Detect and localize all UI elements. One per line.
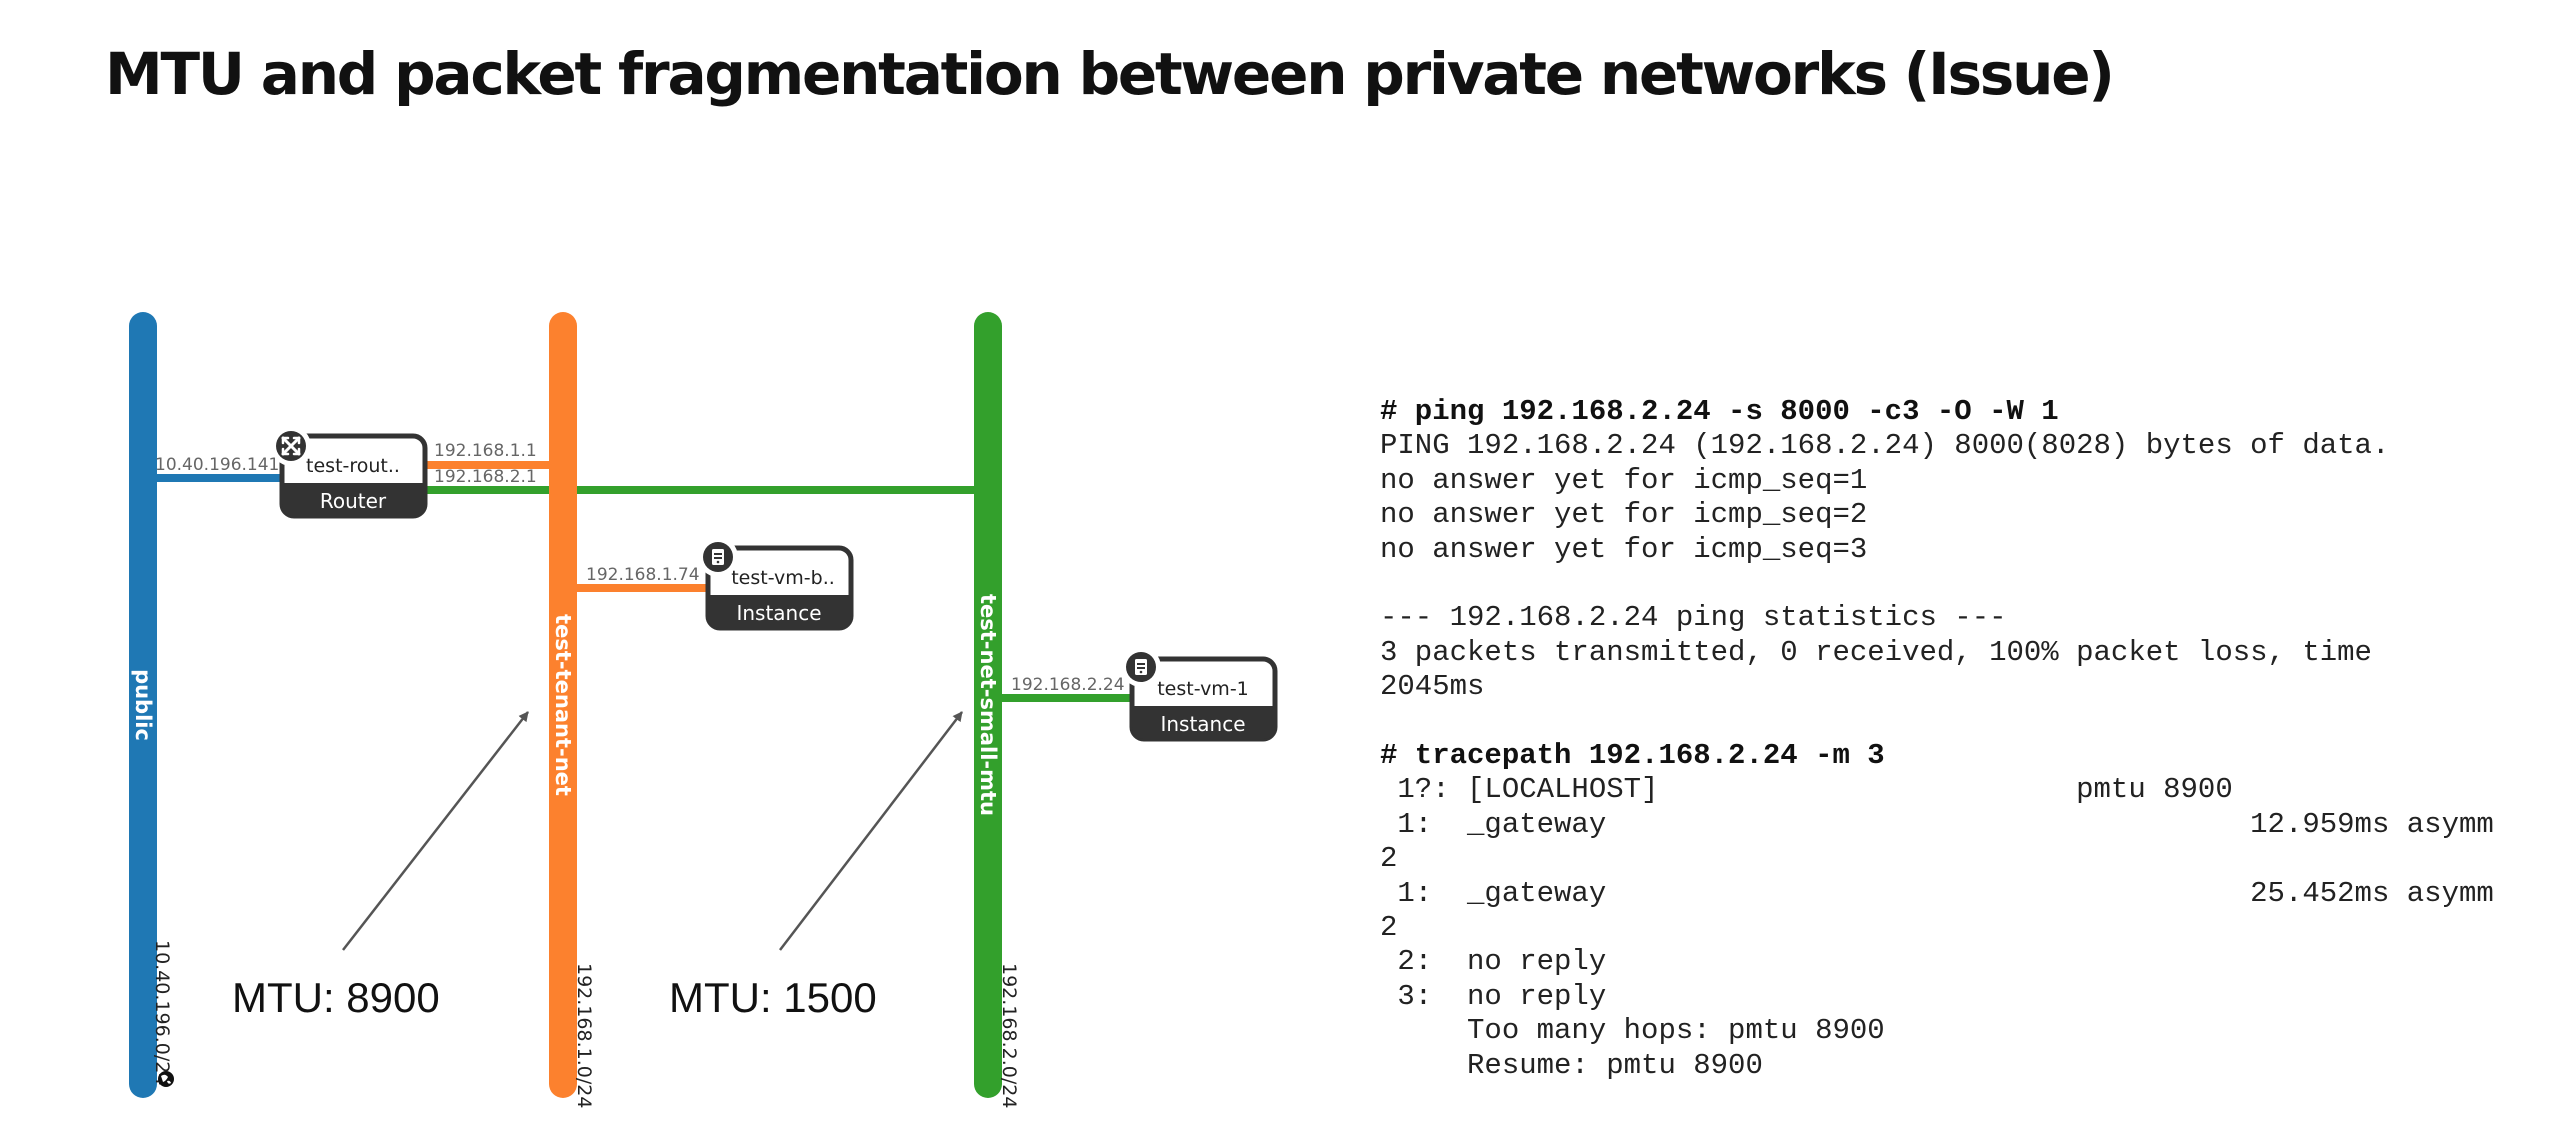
terminal-line: Resume: pmtu 8900 bbox=[1380, 1048, 1763, 1082]
globe-icon bbox=[158, 1071, 174, 1087]
terminal-line: 2: no reply bbox=[1380, 945, 1607, 979]
terminal-line: 2045ms bbox=[1380, 670, 1485, 704]
router-icon bbox=[271, 426, 311, 466]
vm-b-type: Instance bbox=[736, 601, 821, 625]
network-name-public: public bbox=[131, 669, 155, 741]
terminal-line: no answer yet for icmp_seq=3 bbox=[1380, 532, 1868, 566]
router-type: Router bbox=[320, 489, 387, 513]
vm-1-name: test-vm-1 bbox=[1157, 678, 1249, 700]
terminal-command: # tracepath 192.168.2.24 -m 3 bbox=[1380, 739, 1885, 773]
ip-vm-b: 192.168.1.74 bbox=[586, 565, 700, 585]
mtu-small-arrow bbox=[779, 711, 963, 951]
terminal-line bbox=[1380, 705, 2530, 739]
ip-router-tenant: 192.168.1.1 bbox=[434, 441, 537, 461]
vm-b-name: test-vm-b.. bbox=[731, 567, 835, 589]
terminal-line: 2 bbox=[1380, 842, 1398, 876]
network-topology: public test-tenant-net test-net-small-mt… bbox=[129, 312, 1278, 1108]
network-bar-tenant[interactable] bbox=[549, 312, 577, 1098]
terminal-command: # ping 192.168.2.24 -s 8000 -c3 -O -W 1 bbox=[1380, 395, 2059, 428]
server-icon bbox=[1121, 647, 1161, 687]
network-bar-small-mtu[interactable] bbox=[974, 312, 1002, 1098]
terminal-line: Too many hops: pmtu 8900 bbox=[1380, 1014, 1885, 1048]
router-name: test-rout.. bbox=[306, 455, 400, 477]
network-cidr-tenant: 192.168.1.0/24 bbox=[573, 963, 595, 1108]
terminal-line: --- 192.168.2.24 ping statistics --- bbox=[1380, 601, 2007, 635]
ip-router-small: 192.168.2.1 bbox=[434, 467, 537, 487]
mtu-tenant-label: MTU: 8900 bbox=[232, 974, 440, 1021]
server-icon bbox=[698, 537, 738, 577]
terminal-line: 1?: [LOCALHOST] pmtu 8900 bbox=[1380, 773, 2233, 807]
network-cidr-small-mtu: 192.168.2.0/24 bbox=[998, 963, 1020, 1108]
terminal-line bbox=[1380, 567, 2530, 601]
terminal-line: PING 192.168.2.24 (192.168.2.24) 8000(80… bbox=[1380, 429, 2390, 463]
ip-vm-1: 192.168.2.24 bbox=[1011, 675, 1125, 695]
ip-router-public: 10.40.196.141 bbox=[155, 455, 279, 475]
terminal-line: 1: _gateway 12.959ms asymm bbox=[1380, 807, 2494, 841]
router-node[interactable]: test-rout.. Router bbox=[271, 426, 428, 519]
vm-1-type: Instance bbox=[1160, 712, 1245, 736]
network-name-tenant: test-tenant-net bbox=[551, 614, 575, 796]
terminal-line: 3: no reply bbox=[1380, 979, 1607, 1013]
network-name-small-mtu: test-net-small-mtu bbox=[976, 594, 1000, 816]
instance-node-vm-1[interactable]: test-vm-1 Instance bbox=[1121, 647, 1278, 742]
terminal-line: 3 packets transmitted, 0 received, 100% … bbox=[1380, 635, 2372, 669]
terminal-line: no answer yet for icmp_seq=1 bbox=[1380, 463, 1868, 497]
instance-node-vm-b[interactable]: test-vm-b.. Instance bbox=[698, 537, 854, 631]
page-title: MTU and packet fragmentation between pri… bbox=[105, 40, 2115, 108]
terminal-line: 2 bbox=[1380, 911, 1398, 945]
network-bar-public[interactable] bbox=[129, 312, 157, 1098]
network-cidr-public: 10.40.196.0/24 bbox=[151, 940, 173, 1085]
terminal-line: no answer yet for icmp_seq=2 bbox=[1380, 498, 1868, 532]
terminal-line: 1: _gateway 25.452ms asymm bbox=[1380, 876, 2494, 910]
mtu-tenant-arrow bbox=[342, 711, 529, 951]
mtu-small-label: MTU: 1500 bbox=[669, 974, 877, 1021]
